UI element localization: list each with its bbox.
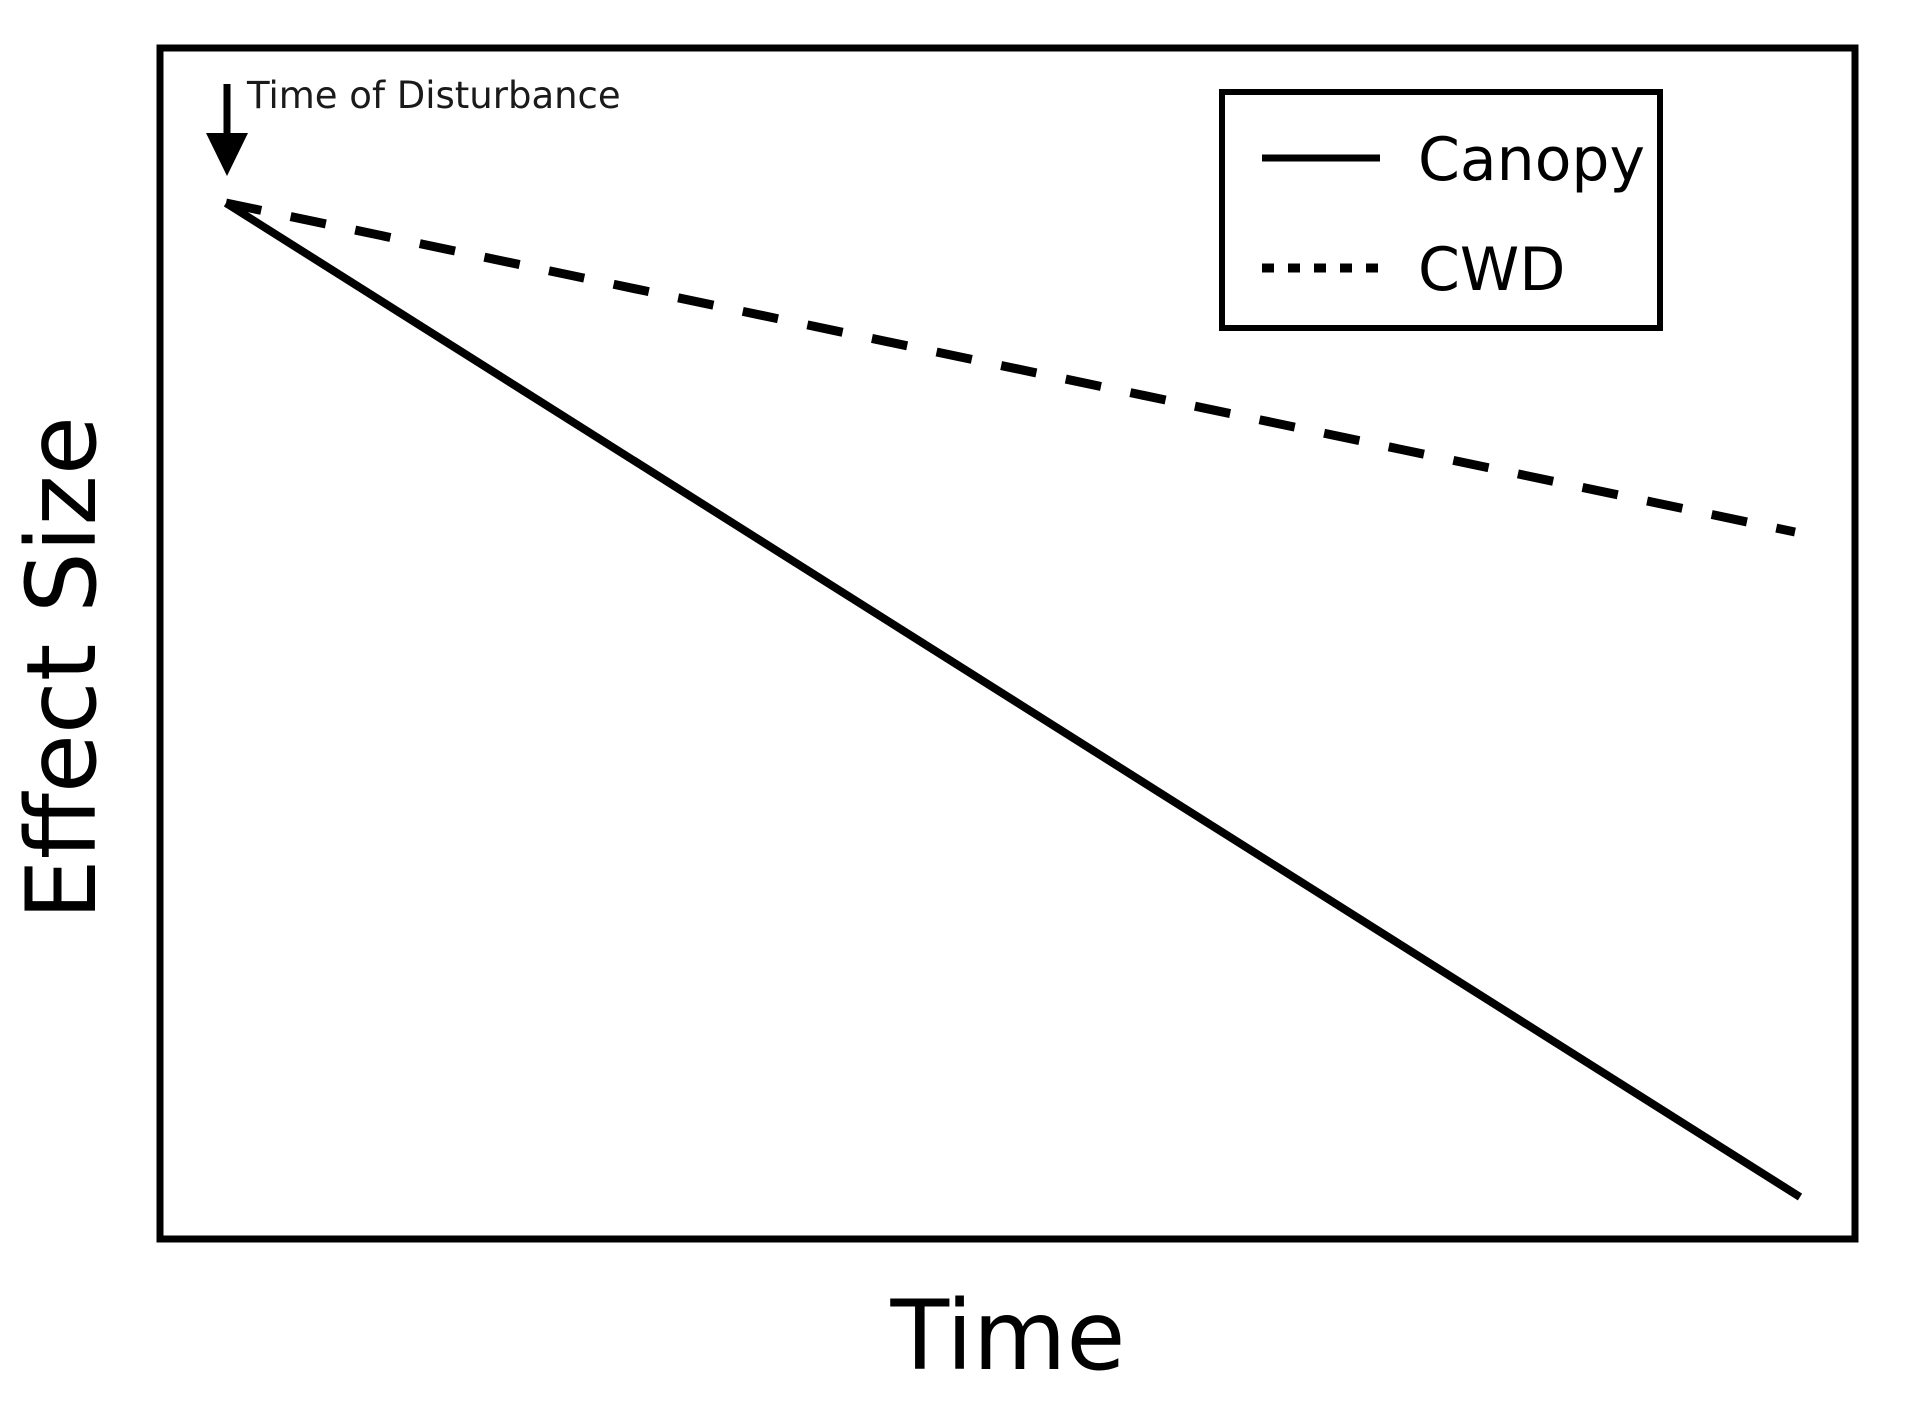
series-line-canopy bbox=[223, 199, 1803, 1201]
legend-box bbox=[1219, 89, 1663, 331]
series-line-cwd bbox=[225, 198, 1796, 537]
down-arrow-icon bbox=[206, 84, 248, 176]
legend-item-cwd: CWD bbox=[1262, 235, 1565, 305]
legend: Canopy CWD bbox=[1219, 89, 1663, 331]
disturbance-annotation-label: Time of Disturbance bbox=[246, 74, 621, 117]
legend-label-cwd: CWD bbox=[1418, 235, 1565, 305]
x-axis-label: Time bbox=[890, 1280, 1126, 1392]
legend-item-canopy: Canopy bbox=[1262, 125, 1645, 195]
legend-label-canopy: Canopy bbox=[1418, 125, 1645, 195]
